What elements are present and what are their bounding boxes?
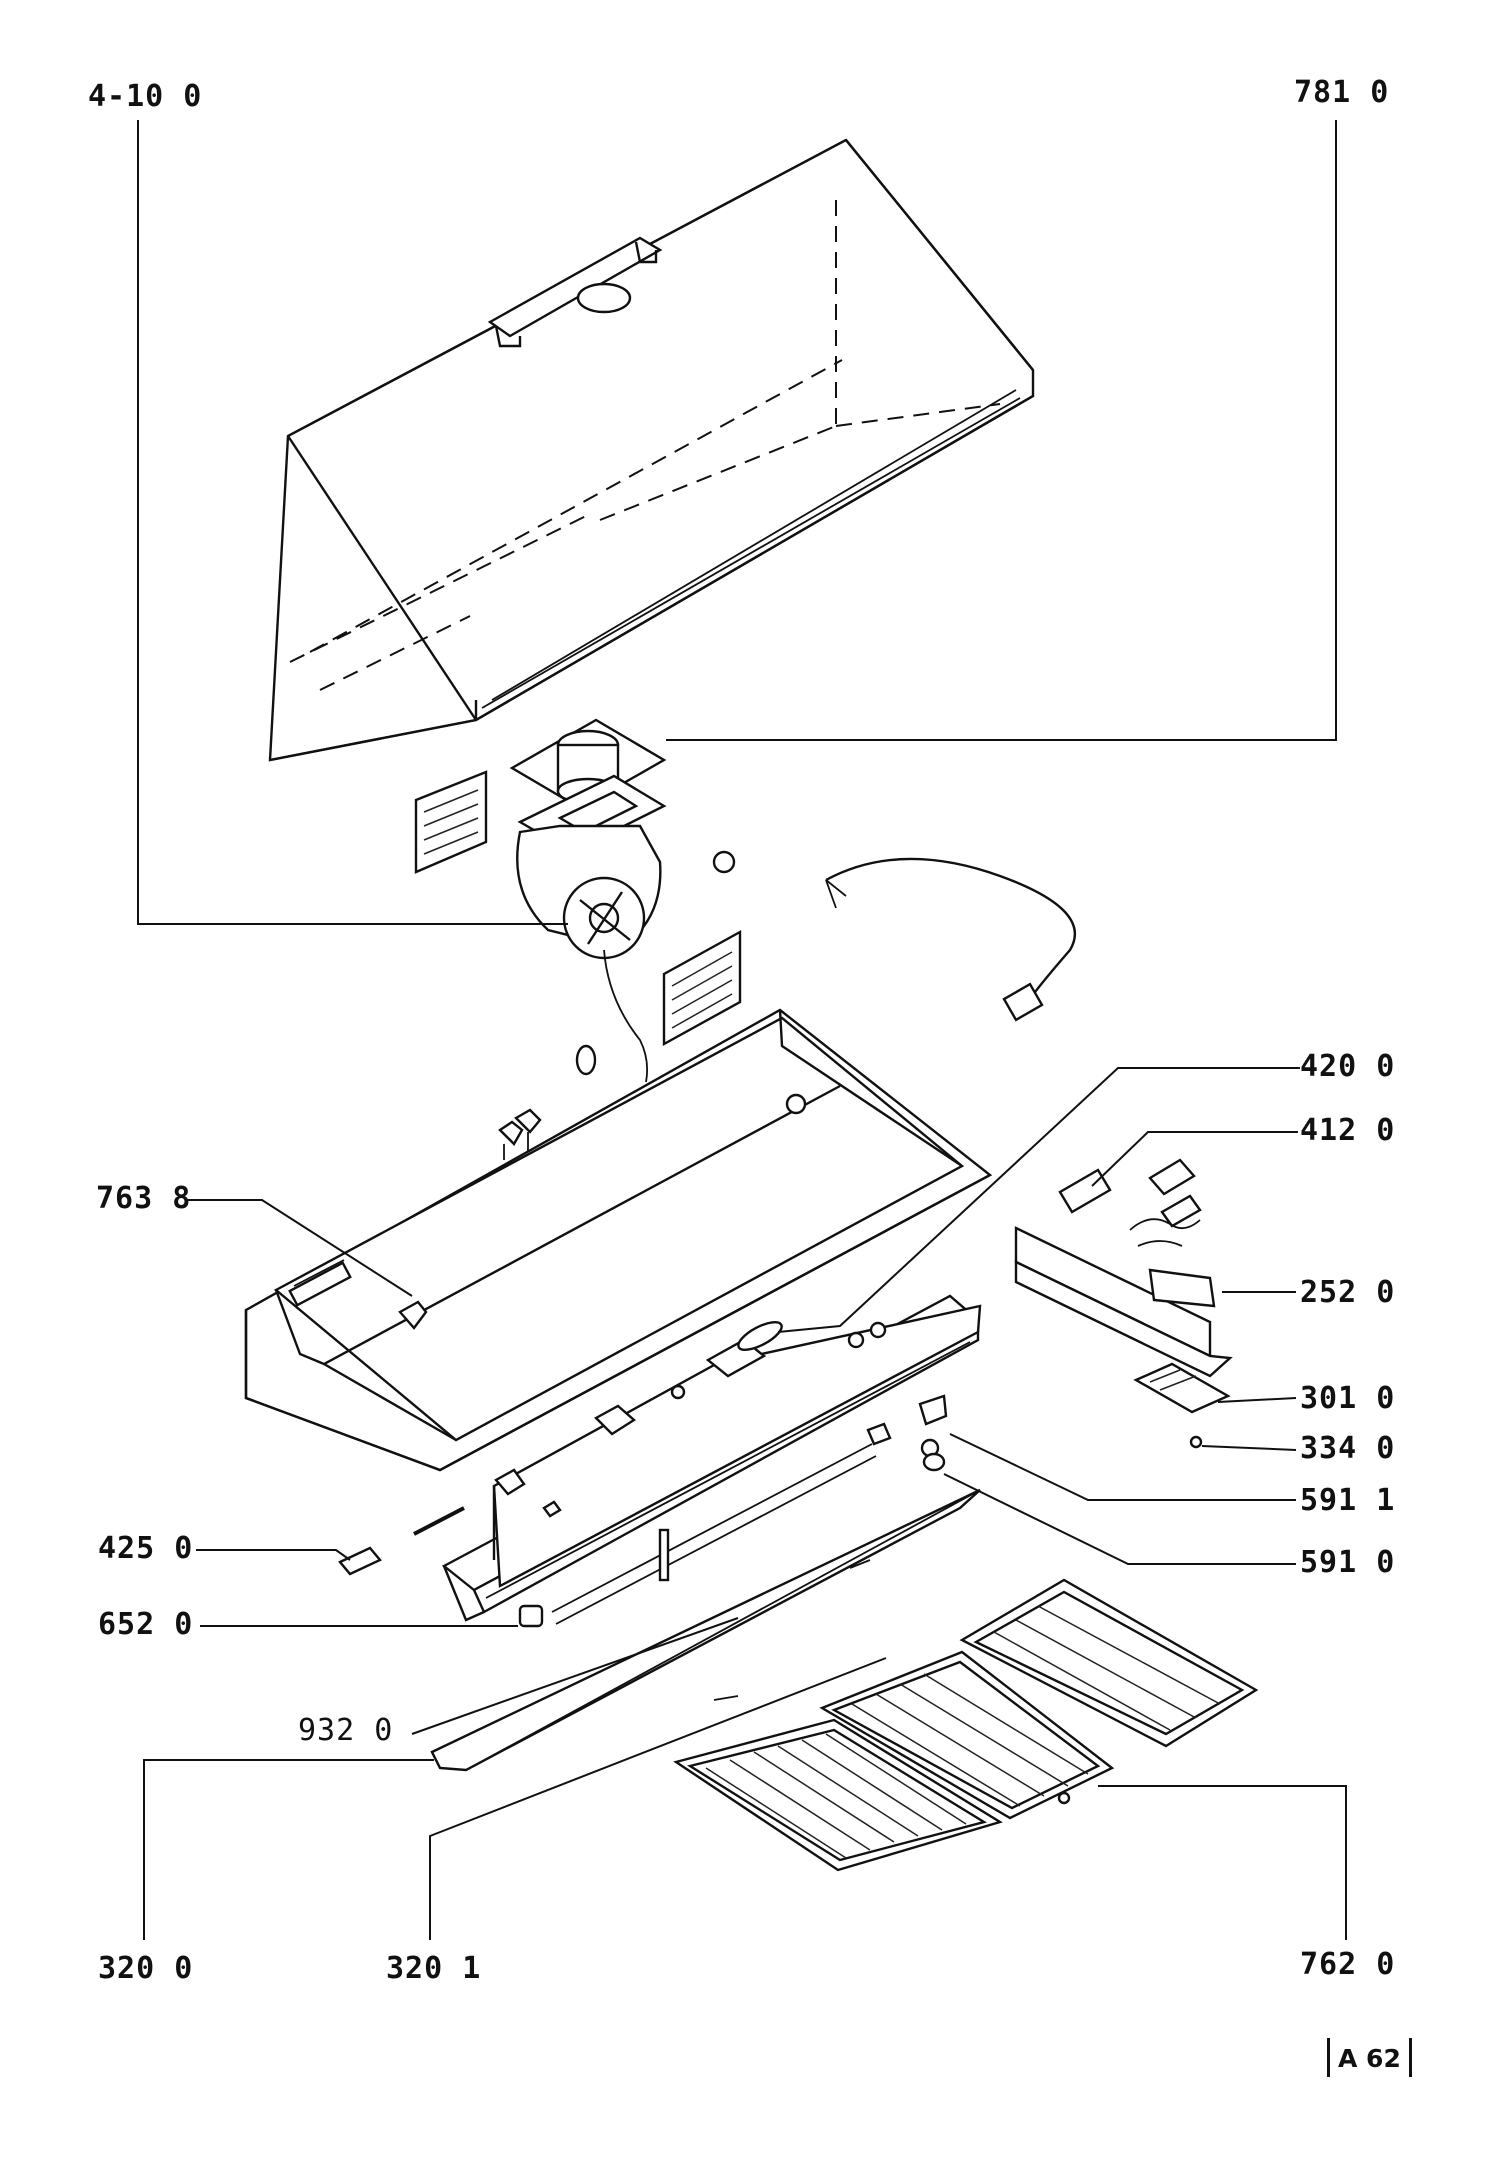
callout-4100: 4-10 0 <box>88 79 203 114</box>
base-tray <box>244 1008 993 1472</box>
grille-left <box>414 770 488 874</box>
callout-3340: 334 0 <box>1300 1431 1396 1466</box>
callout-2520: 252 0 <box>1300 1275 1396 1310</box>
callout-4120: 412 0 <box>1300 1113 1396 1148</box>
callout-7810: 781 0 <box>1294 75 1390 110</box>
hood-canopy <box>268 138 1035 762</box>
callout-3200: 320 0 <box>98 1951 194 1986</box>
callout-5911: 591 1 <box>1300 1483 1396 1518</box>
switch-parts <box>918 1158 1233 1472</box>
filter-hatch <box>705 1605 1221 1859</box>
control-channel <box>338 1294 982 1628</box>
callout-4250: 425 0 <box>98 1531 194 1566</box>
callout-3201: 320 1 <box>386 1951 482 1986</box>
grille-right <box>662 929 742 1047</box>
callout-6520: 652 0 <box>98 1607 194 1642</box>
callout-4200: 420 0 <box>1300 1049 1396 1084</box>
grease-filters <box>673 1578 1259 1872</box>
callout-9320: 932 0 <box>298 1713 394 1748</box>
leader-lines <box>137 120 1347 1940</box>
page-reference-tag: A 62 <box>1327 2038 1412 2077</box>
blower-motor <box>414 718 742 1083</box>
callout-7638: 763 8 <box>96 1181 192 1216</box>
power-cord <box>825 857 1076 1022</box>
callout-7620: 762 0 <box>1300 1947 1396 1982</box>
callout-3010: 301 0 <box>1300 1381 1396 1416</box>
callout-5910: 591 0 <box>1300 1545 1396 1580</box>
